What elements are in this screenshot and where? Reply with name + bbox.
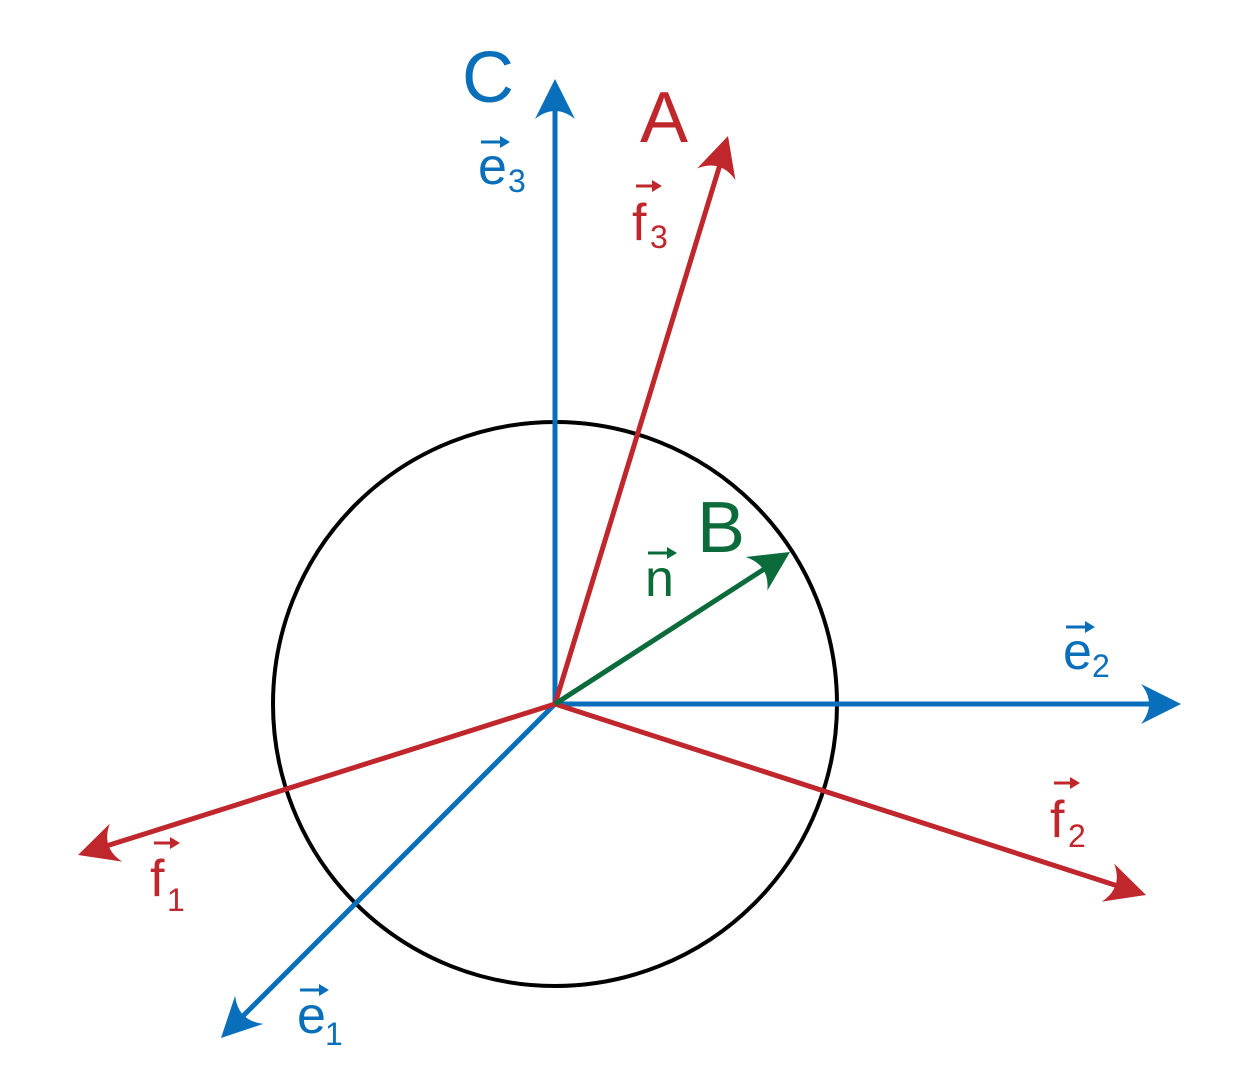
vector-f2-shaft: [554, 701, 1125, 891]
vector-arrow-icon: [300, 984, 329, 996]
label-vector-f2: f 2: [1050, 777, 1086, 854]
label-vector-n: n: [645, 547, 677, 608]
label-vector-e2: e 2: [1063, 621, 1110, 684]
vector-f3-arrowhead: [697, 136, 736, 181]
label-point-a: A: [640, 78, 688, 158]
label-vector-e3: e 3: [478, 136, 526, 199]
svg-text:e: e: [297, 987, 326, 1045]
svg-text:3: 3: [508, 163, 526, 199]
svg-text:1: 1: [167, 882, 185, 918]
vector-n-shaft: [553, 561, 774, 707]
svg-text:f: f: [632, 194, 647, 252]
vector-arrow-icon: [636, 180, 662, 192]
label-point-b: B: [697, 488, 745, 568]
svg-text:e: e: [1063, 623, 1092, 681]
svg-text:f: f: [1050, 791, 1065, 849]
svg-text:n: n: [645, 550, 674, 608]
label-point-c: C: [462, 38, 514, 118]
label-vector-e1: e 1: [297, 984, 343, 1052]
svg-text:3: 3: [650, 219, 668, 255]
vector-e1-shaft: [235, 702, 557, 1024]
svg-text:2: 2: [1092, 648, 1110, 684]
label-vector-f1: f 1: [150, 837, 185, 918]
svg-text:e: e: [478, 138, 507, 196]
vector-n-arrowhead: [745, 552, 790, 591]
vector-e3-arrowhead: [535, 79, 575, 119]
vector-arrow-icon: [648, 547, 677, 559]
svg-text:f: f: [150, 850, 165, 908]
svg-text:2: 2: [1068, 818, 1086, 854]
vector-e2-arrowhead: [1141, 684, 1181, 724]
vector-arrow-icon: [154, 837, 180, 849]
vector-f2-arrowhead: [1101, 863, 1146, 902]
vector-arrow-icon: [1054, 777, 1080, 789]
svg-text:1: 1: [325, 1016, 343, 1052]
vector-f3-shaft: [552, 157, 725, 705]
label-vector-f3: f 3: [632, 180, 668, 255]
vector-arrow-icon: [481, 136, 510, 148]
vector-f1-shaft: [99, 701, 556, 851]
vector-f1-arrowhead: [78, 823, 123, 862]
vector-arrow-icon: [1066, 621, 1095, 633]
